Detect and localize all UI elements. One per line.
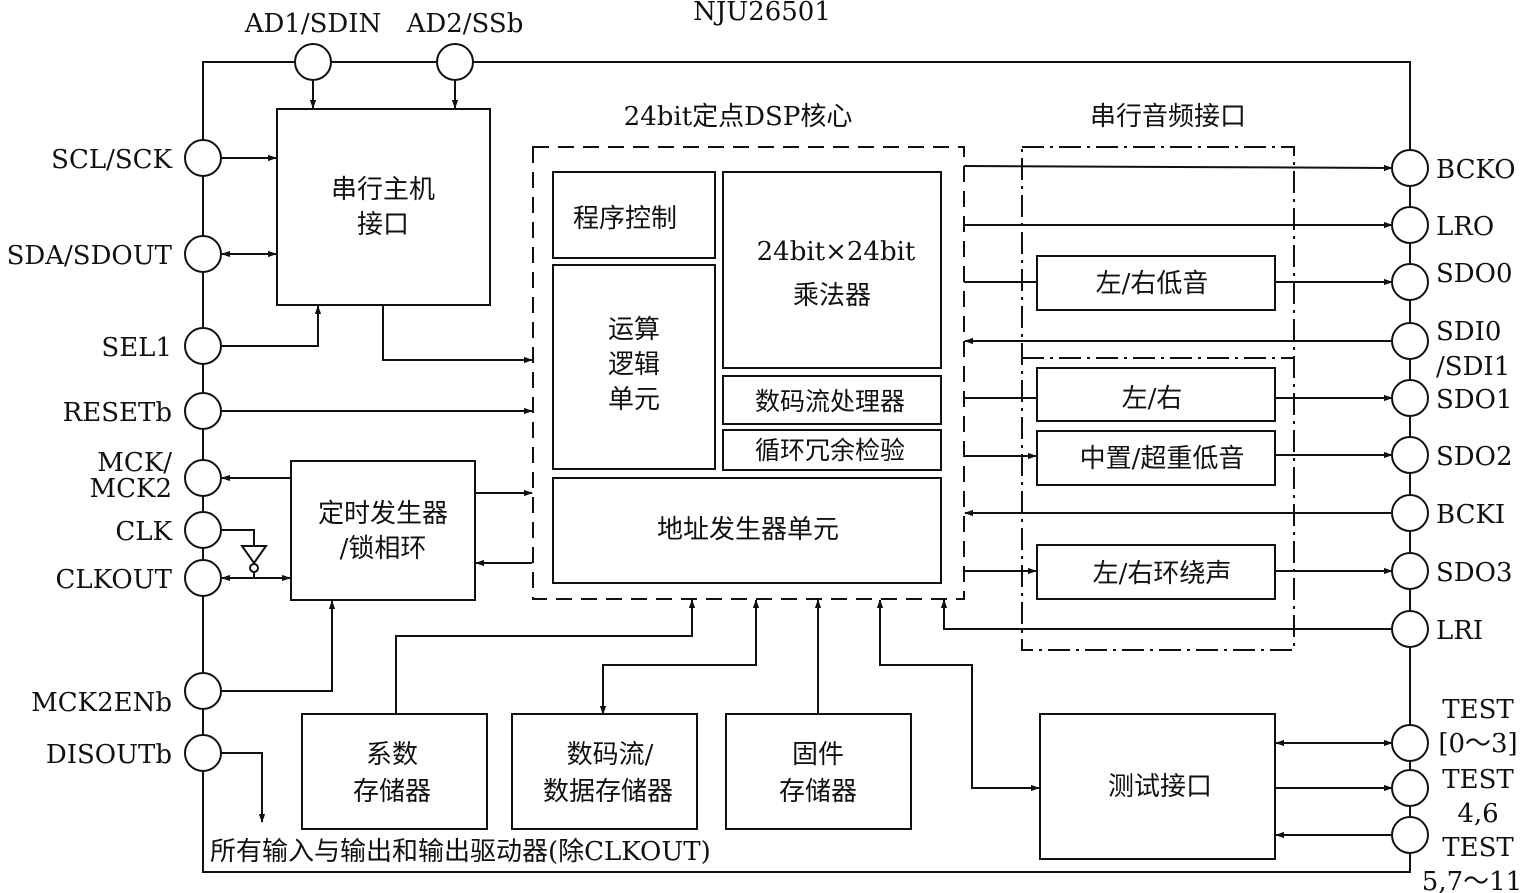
pin-label-disoutb: DISOUTb xyxy=(46,740,172,770)
pin-label: AD1/SDIN xyxy=(244,9,382,39)
bitstream-data-memory-label-2: 数据存储器 xyxy=(543,777,673,807)
pin-label-sda-sdout: SDA/SDOUT xyxy=(7,241,173,271)
channel-lr-box xyxy=(1036,367,1276,422)
serial-audio-title: 串行音频接口 xyxy=(1090,102,1246,132)
program-control-box xyxy=(552,171,716,259)
multiplier-label-2: 乘法器 xyxy=(793,281,871,311)
bitstream-data-memory-block: 数码流/ 数据存储器 xyxy=(511,713,698,830)
address-generator-box xyxy=(552,477,942,584)
test-interface-label: 测试接口 xyxy=(1108,772,1212,802)
channel-center-sub-box xyxy=(1036,430,1276,486)
channel-lr-label: 左/右 xyxy=(1122,384,1183,414)
channel-lr-surround-label: 左/右环绕声 xyxy=(1093,559,1232,589)
program-control-label: 程序控制 xyxy=(573,204,677,234)
pin-label-sdo3: SDO3 xyxy=(1436,558,1513,588)
pin-label-test-5-7-11-range: 5,7～11 xyxy=(1422,867,1522,893)
pin-label-clkout: CLKOUT xyxy=(56,565,173,595)
pin-label-bcko: BCKO xyxy=(1436,155,1516,185)
dsp-core-block: 24bit定点DSP核心 程序控制 运算 逻辑 单元 24bit×24bit 乘… xyxy=(532,102,965,600)
coefficient-memory-label-2: 存储器 xyxy=(353,777,431,807)
bitstream-data-memory-label-1: 数码流/ xyxy=(567,740,654,770)
channel-lr-bass-label: 左/右低音 xyxy=(1096,269,1209,299)
left-pins: SCL/SCK SDA/SDOUT SEL1 RESETb MCK/ MCK2 … xyxy=(7,139,222,772)
signal-wires xyxy=(221,80,1393,839)
footer-note: 所有输入与输出和输出驱动器(除CLKOUT) xyxy=(210,837,711,867)
pin-label-scl-sck: SCL/SCK xyxy=(51,145,172,175)
timing-label-1: 定时发生器 xyxy=(318,499,448,529)
serial-host-label-2: 接口 xyxy=(357,210,409,240)
crc-label: 循环冗余检验 xyxy=(755,436,905,465)
serial-host-label-1: 串行主机 xyxy=(331,175,435,205)
timing-label-2: /锁相环 xyxy=(340,534,427,564)
address-generator-label: 地址发生器单元 xyxy=(657,515,839,545)
pin-label: AD2/SSb xyxy=(406,9,524,39)
pin-label-resetb: RESETb xyxy=(63,398,172,428)
channel-lr-bass-box xyxy=(1036,255,1276,311)
coefficient-memory-label-1: 系数 xyxy=(366,740,418,770)
crc-box xyxy=(722,429,942,471)
alu-box xyxy=(552,264,716,470)
alu-label-1: 运算 xyxy=(608,315,660,345)
multiplier-label-1: 24bit×24bit xyxy=(757,237,916,267)
pin-label-lro: LRO xyxy=(1436,212,1494,242)
pin-label-sel1: SEL1 xyxy=(101,333,172,363)
pin-label-test-0-3-range: [0～3] xyxy=(1438,729,1517,759)
pin-label-test-5-7-11: TEST xyxy=(1442,833,1514,863)
test-interface-block: 测试接口 xyxy=(1039,713,1276,860)
pin-label-test-0-3: TEST xyxy=(1442,695,1514,725)
alu-label-2: 逻辑 xyxy=(608,350,660,380)
pin-label-lri: LRI xyxy=(1436,616,1483,646)
firmware-memory-label-2: 存储器 xyxy=(779,777,857,807)
pin-label-sdo2: SDO2 xyxy=(1436,442,1513,472)
pin-label-mck2enb: MCK2ENb xyxy=(31,688,172,718)
pin-label-mck2: MCK2 xyxy=(90,474,172,504)
pin-label-mck: MCK/ xyxy=(97,448,172,478)
right-pins: BCKO LRO SDO0 SDI0 /SDI1 SDO1 SDO2 BCKI … xyxy=(1391,149,1522,893)
firmware-memory-label-1: 固件 xyxy=(792,740,844,770)
dsp-core-title: 24bit定点DSP核心 xyxy=(624,102,853,132)
chip-title: NJU26501 xyxy=(693,0,831,27)
channel-center-sub-label: 中置/超重低音 xyxy=(1080,444,1245,474)
firmware-memory-block: 固件 存储器 xyxy=(725,713,912,830)
alu-label-3: 单元 xyxy=(608,385,660,415)
pin-label-test-4-6-range: 4,6 xyxy=(1457,799,1498,829)
pin-ad1-sdin: AD1/SDIN xyxy=(244,9,382,81)
pin-label-test-4-6: TEST xyxy=(1442,765,1514,795)
multiplier-box xyxy=(722,171,942,369)
pin-label-sdi0: SDI0 xyxy=(1436,317,1501,347)
coefficient-memory-block: 系数 存储器 xyxy=(301,713,488,830)
pin-label-bcki: BCKI xyxy=(1436,500,1505,530)
pin-label-clk: CLK xyxy=(115,517,172,547)
serial-host-interface-block: 串行主机 接口 xyxy=(276,108,491,306)
pin-label-sdo0: SDO0 xyxy=(1436,259,1513,289)
pin-label-sdi1: /SDI1 xyxy=(1436,352,1510,382)
pin-label-sdo1: SDO1 xyxy=(1436,385,1513,415)
bitstream-processor-box xyxy=(722,375,942,425)
serial-audio-interface-block: 串行音频接口 左/右低音 左/右 中置/超重低音 左/右环绕声 xyxy=(1021,102,1295,651)
timing-generator-pll-block: 定时发生器 /锁相环 xyxy=(290,460,476,601)
bitstream-processor-label: 数码流处理器 xyxy=(755,387,905,416)
pin-ad2-ssb: AD2/SSb xyxy=(406,9,524,81)
